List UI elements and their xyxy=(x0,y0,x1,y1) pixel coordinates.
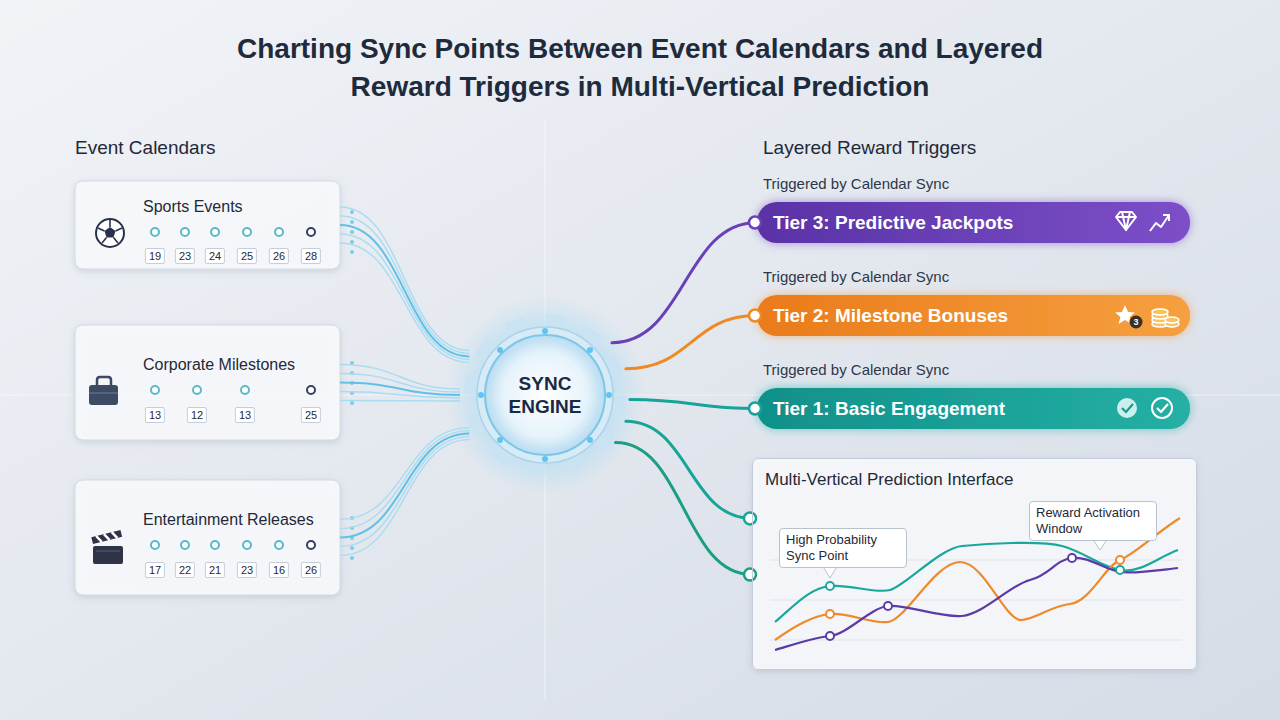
date-chip: 17 xyxy=(145,562,165,578)
tier-bar: Tier 2: Milestone Bonuses xyxy=(757,295,1190,336)
trigger-label: Triggered by Calendar Sync xyxy=(763,268,949,285)
connector xyxy=(626,310,761,369)
engine-label: SYNC ENGINE xyxy=(495,372,595,418)
date-chip: 24 xyxy=(205,248,225,264)
date-chip: 13 xyxy=(145,407,165,423)
date-chip: 25 xyxy=(301,407,321,423)
section-label: Event Calendars xyxy=(75,137,215,159)
connector xyxy=(340,207,469,362)
date-chip: 19 xyxy=(145,248,165,264)
calendar-card: Sports Events 19 23 24 25 26 28 xyxy=(75,181,340,269)
date-chip: 23 xyxy=(175,248,195,264)
tier-label: Tier 2: Milestone Bonuses xyxy=(773,305,1008,327)
trigger-label: Triggered by Calendar Sync xyxy=(763,361,949,378)
trigger-label: Triggered by Calendar Sync xyxy=(763,175,949,192)
card-heading: Entertainment Releases xyxy=(143,511,314,529)
calendar-card: Entertainment Releases 17 22 21 23 16 26 xyxy=(75,480,340,595)
badge-number: 3 xyxy=(1133,317,1138,327)
callout-text: Reward Activation Window xyxy=(1036,505,1150,537)
connector xyxy=(612,217,761,343)
date-chip: 22 xyxy=(175,562,195,578)
card-heading: Corporate Milestones xyxy=(143,356,295,374)
panel-title: Multi-Vertical Prediction Interface xyxy=(765,470,1014,490)
date-chip: 12 xyxy=(187,407,207,423)
tier-label: Tier 1: Basic Engagement xyxy=(773,398,1005,420)
connector xyxy=(626,421,756,524)
connector xyxy=(630,399,761,414)
diagram-title: Charting Sync Points Between Event Calen… xyxy=(200,30,1080,106)
connector xyxy=(340,428,469,556)
date-chip: 16 xyxy=(269,562,289,578)
date-chip: 26 xyxy=(301,562,321,578)
date-chip: 25 xyxy=(237,248,257,264)
section-label: Layered Reward Triggers xyxy=(763,137,976,159)
callout-box: Reward Activation Window xyxy=(1029,501,1157,541)
connector xyxy=(615,443,756,581)
sync-engine-circle: SYNC ENGINE xyxy=(460,310,630,480)
calendar-card: Corporate Milestones 13 12 13 25 xyxy=(75,325,340,440)
callout-box: High Probability Sync Point xyxy=(779,528,907,568)
date-chip: 21 xyxy=(205,562,225,578)
date-chip: 23 xyxy=(237,562,257,578)
date-chip: 13 xyxy=(235,407,255,423)
date-chip: 28 xyxy=(301,248,321,264)
date-chip: 26 xyxy=(269,248,289,264)
prediction-panel: Multi-Vertical Prediction InterfaceHigh … xyxy=(752,458,1197,670)
tier-bar: Tier 3: Predictive Jackpots xyxy=(757,202,1190,243)
tier-label: Tier 3: Predictive Jackpots xyxy=(773,212,1013,234)
callout-text: High Probability Sync Point xyxy=(786,532,900,564)
card-heading: Sports Events xyxy=(143,198,243,216)
connector xyxy=(340,365,460,402)
tier-bar: Tier 1: Basic Engagement xyxy=(757,388,1190,429)
